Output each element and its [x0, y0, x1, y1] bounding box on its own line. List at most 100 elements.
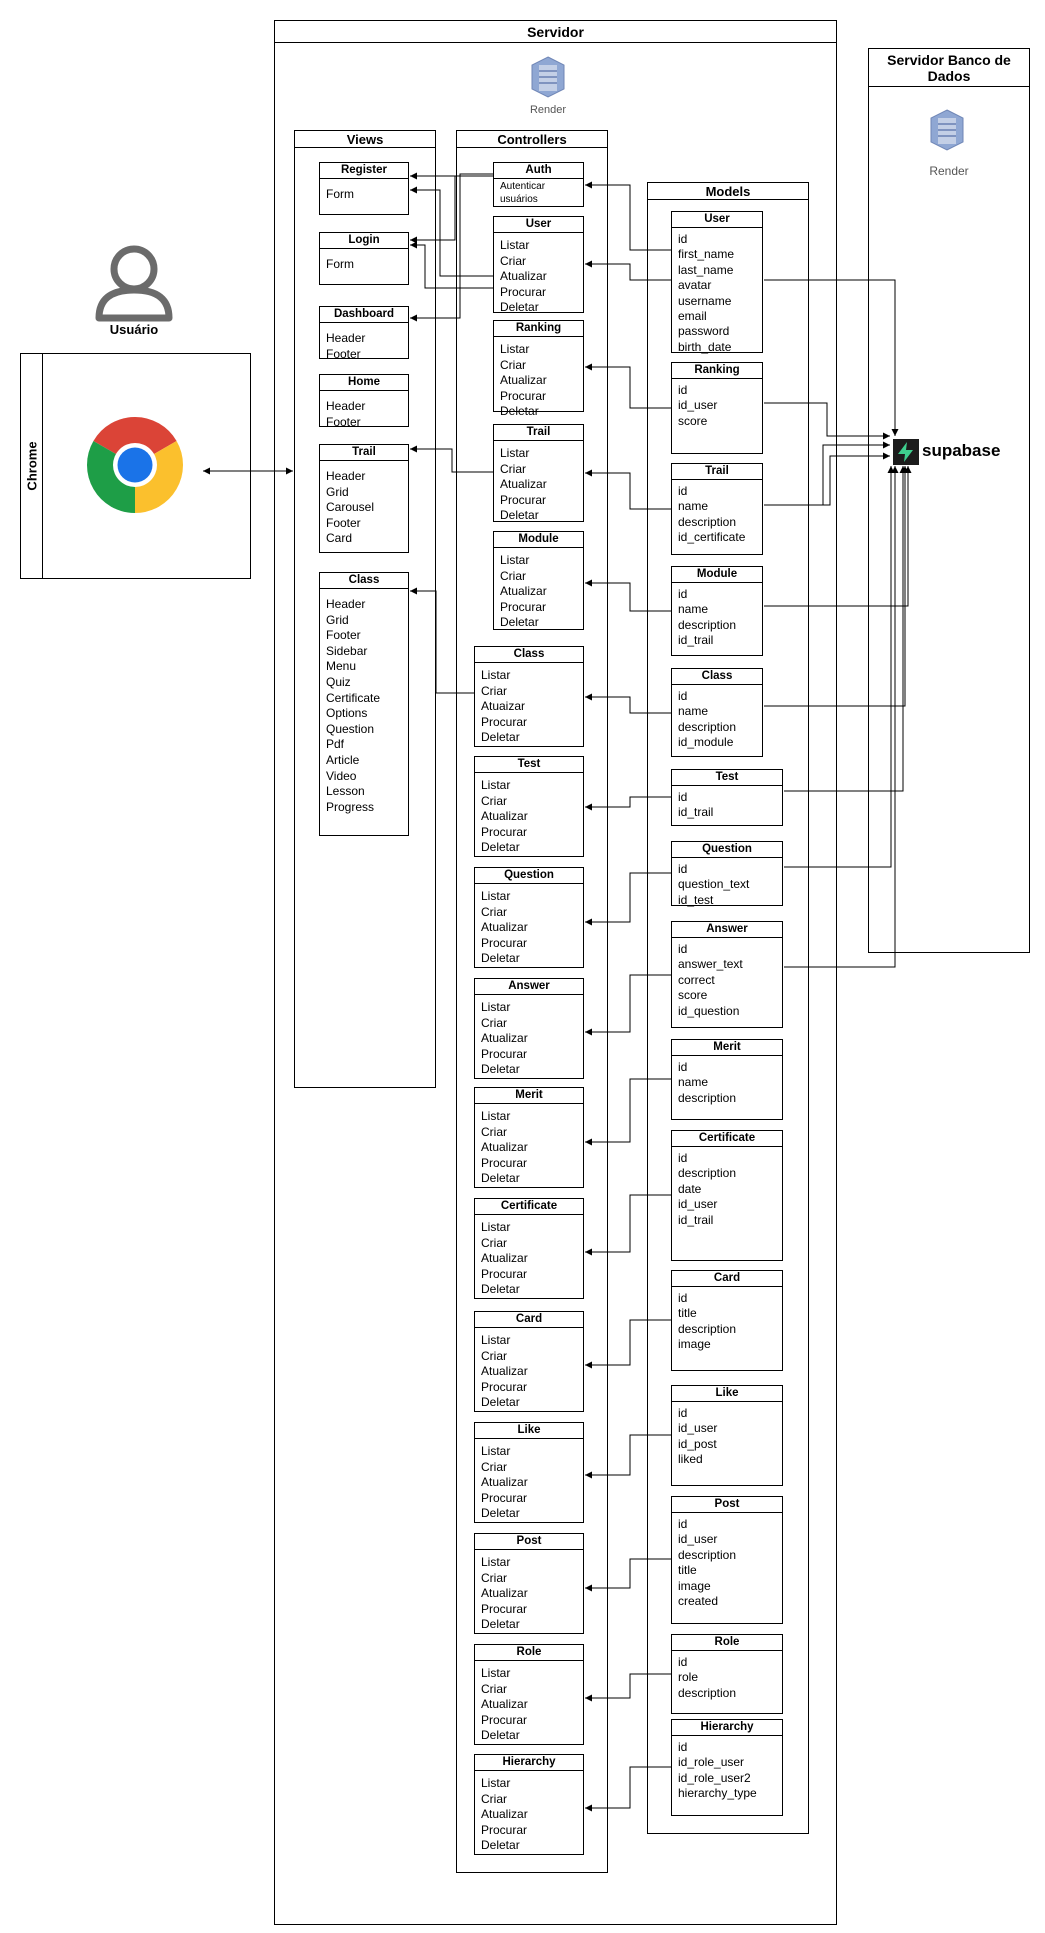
controllers-box-item: Atualizar	[481, 1586, 528, 1601]
models-box-item: id	[678, 942, 688, 956]
models-box-item: email	[678, 309, 707, 324]
models-box-item: image	[678, 1337, 711, 1352]
controllers-box-title: Module	[494, 532, 583, 548]
models-box-item: id_user	[678, 398, 718, 413]
views-box-item: Card	[326, 531, 353, 546]
models-box-item: description	[678, 1547, 737, 1562]
controllers-box-item: Listar	[500, 238, 530, 252]
models-box-item: name	[678, 704, 709, 719]
controllers-box-item: Deletar	[500, 615, 539, 630]
views-box-title: Register	[320, 163, 408, 179]
controller-view-connector	[410, 445, 493, 473]
views-box-items: Form	[320, 249, 408, 273]
model-controller-connector	[585, 796, 671, 811]
controllers-box-item: Listar	[481, 1666, 511, 1680]
controller-view-connector	[410, 186, 493, 277]
model-controller-connector	[585, 469, 671, 510]
views-title: Views	[295, 131, 435, 148]
model-controller-connector	[585, 181, 671, 251]
controllers-box-item: Deletar	[481, 1282, 520, 1297]
user-label: Usuário	[109, 322, 159, 337]
views-box-title: Class	[320, 573, 408, 589]
controllers-box-item: Criar	[481, 1235, 507, 1250]
models-box-item: id	[678, 232, 688, 246]
models-box-item: id	[678, 1740, 688, 1754]
model-supabase-connector	[764, 279, 899, 436]
controllers-box-title: Ranking	[494, 321, 583, 337]
server-title: Servidor	[275, 21, 836, 43]
controllers-box-item: Criar	[481, 1791, 507, 1806]
models-box-item: id_user	[678, 1421, 718, 1436]
model-supabase-connector	[764, 441, 890, 506]
views-box-item: Certificate	[326, 690, 381, 705]
controller-view-connector	[410, 175, 493, 244]
controllers-box-item: Procurar	[500, 599, 547, 614]
db-server-title: Servidor Banco de Dados	[869, 49, 1029, 87]
model-controller-connector	[585, 579, 671, 612]
controllers-box-item: Deletar	[481, 951, 520, 966]
models-box-item: id_trail	[678, 805, 714, 820]
controllers-box-title: Post	[475, 1534, 583, 1550]
models-box-item: id_user	[678, 1197, 718, 1212]
models-box-item: name	[678, 499, 709, 514]
controllers-box-item: Procurar	[481, 935, 528, 950]
models-box-item: title	[678, 1306, 697, 1321]
controllers-box-item: Procurar	[481, 1379, 528, 1394]
views-box-item: Header	[326, 331, 366, 345]
controllers-box-item: Listar	[481, 1776, 511, 1790]
model-supabase-connector	[784, 466, 899, 968]
models-box-item: id	[678, 484, 688, 498]
controllers-box-item: Criar	[481, 1681, 507, 1696]
views-box-item: Footer	[326, 628, 361, 643]
models-box-item: id	[678, 1655, 688, 1669]
views-box-item: Footer	[326, 346, 361, 361]
models-box-title: Question	[672, 842, 782, 858]
controllers-box-item: Atualizar	[481, 1475, 528, 1490]
controllers-box-item: Atualizar	[481, 809, 528, 824]
models-box-item: title	[678, 1563, 697, 1578]
controllers-box-item: Procurar	[500, 284, 547, 299]
render-db-caption: Render	[929, 164, 969, 178]
models-box-title: Answer	[672, 922, 782, 938]
views-box-item: Header	[326, 597, 366, 611]
model-controller-connector	[585, 1558, 671, 1592]
models-box-item: id_question	[678, 1003, 740, 1018]
models-box-item: username	[678, 293, 732, 308]
models-box-item: hierarchy_type	[678, 1786, 757, 1801]
models-box-item: id_user	[678, 1532, 718, 1547]
views-box-item: Progress	[326, 799, 375, 814]
models-box-item: description	[678, 617, 737, 632]
controllers-box-item: Deletar	[481, 1506, 520, 1521]
models-box-item: id_test	[678, 892, 714, 907]
model-supabase-connector	[764, 402, 890, 440]
views-box-item: Grid	[326, 484, 349, 499]
controllers-box-item: Listar	[481, 889, 511, 903]
controllers-box-item: Criar	[481, 1124, 507, 1139]
controllers-box-item: Criar	[500, 357, 526, 372]
controllers-box-item: Listar	[481, 1000, 511, 1014]
controllers-box-title: User	[494, 217, 583, 233]
